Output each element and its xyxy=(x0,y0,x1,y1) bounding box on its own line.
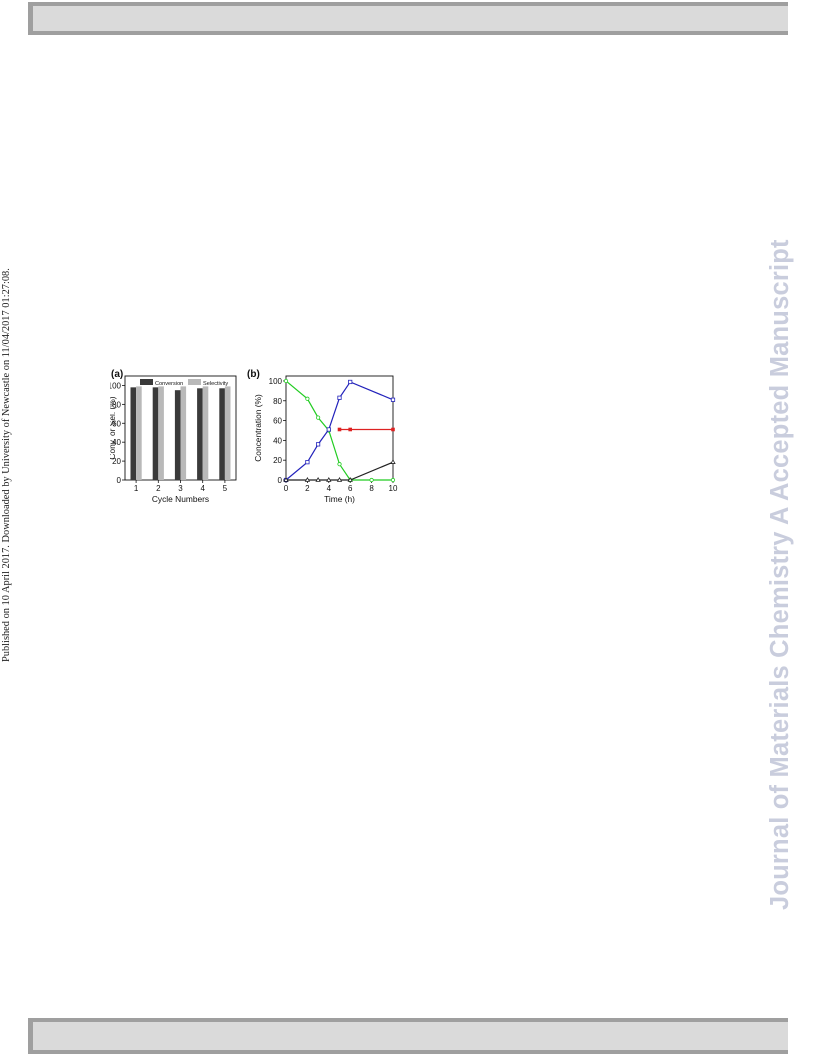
x-tick-label: 5 xyxy=(223,484,228,493)
data-point xyxy=(369,477,374,483)
data-point xyxy=(336,476,343,482)
bar xyxy=(219,388,225,480)
bar xyxy=(180,386,187,480)
data-point xyxy=(348,379,353,385)
bar xyxy=(158,386,164,480)
data-point xyxy=(348,427,352,432)
data-point xyxy=(326,427,331,432)
data-point xyxy=(326,476,332,482)
y-tick-label: 0 xyxy=(117,476,122,485)
data-point xyxy=(283,378,289,384)
panel-label-a: (a) xyxy=(111,369,123,380)
data-point xyxy=(391,427,395,432)
y-tick-label: 80 xyxy=(112,400,121,409)
data-point xyxy=(316,442,321,447)
x-tick-label: 1 xyxy=(134,484,139,493)
y-tick-label: 20 xyxy=(273,456,282,465)
data-point xyxy=(390,459,396,464)
data-point xyxy=(304,476,311,482)
y-tick-label: 100 xyxy=(110,381,122,390)
panel-label-b: (b) xyxy=(247,369,260,380)
x-tick-label: 2 xyxy=(156,484,161,493)
legend-label: Conversion xyxy=(155,381,183,387)
data-point xyxy=(316,415,321,420)
series-line xyxy=(285,380,393,481)
legend-swatch xyxy=(140,379,153,385)
journal-watermark: Journal of Materials Chemistry A Accepte… xyxy=(766,239,794,910)
x-tick-label: 8 xyxy=(369,484,374,493)
publication-note: Published on 10 April 2017. Downloaded b… xyxy=(1,268,12,662)
data-point xyxy=(283,476,289,482)
x-tick-label: 4 xyxy=(327,484,332,493)
footer-bar xyxy=(28,1018,788,1054)
bar xyxy=(197,388,203,480)
y-tick-label: 20 xyxy=(112,457,121,466)
bar xyxy=(136,386,142,480)
legend-swatch xyxy=(188,379,201,385)
x-tick-label: 10 xyxy=(389,484,398,493)
y-tick-label: 80 xyxy=(273,397,282,406)
x-tick-label: 0 xyxy=(284,484,289,493)
y-axis-label: Concentration (%) xyxy=(253,394,263,462)
x-tick-label: 4 xyxy=(200,484,205,493)
bar xyxy=(202,386,209,480)
data-point xyxy=(337,395,342,400)
chart-cycle-bars: (a) Conversion Selectivity 1 2 3 4 5 0 20 40 60 80 10… xyxy=(110,369,237,504)
data-point xyxy=(315,476,321,482)
data-point xyxy=(305,396,310,401)
x-axis-label: Cycle Numbers xyxy=(152,494,209,504)
header-bar xyxy=(28,2,788,35)
data-point xyxy=(305,460,310,465)
data-point xyxy=(390,477,396,483)
bar xyxy=(130,387,137,480)
bar xyxy=(174,390,181,480)
data-point xyxy=(390,397,396,402)
data-point xyxy=(337,427,342,432)
x-tick-label: 6 xyxy=(348,484,353,493)
x-tick-label: 2 xyxy=(305,484,310,493)
bar xyxy=(152,387,159,480)
y-tick-label: 40 xyxy=(112,438,121,447)
x-tick-label: 3 xyxy=(178,484,183,493)
data-point xyxy=(347,476,353,482)
data-point xyxy=(337,462,342,467)
y-tick-label: 60 xyxy=(112,419,121,428)
y-tick-label: 60 xyxy=(273,417,282,426)
y-tick-label: 0 xyxy=(278,476,283,485)
y-tick-label: 40 xyxy=(273,436,282,445)
y-axis-label: Conv. or Sel. (%) xyxy=(110,396,117,459)
legend-label: Selectivity xyxy=(203,381,228,387)
y-tick-label: 100 xyxy=(269,377,283,386)
x-axis-label: Time (h) xyxy=(324,494,355,504)
bar xyxy=(224,386,231,480)
